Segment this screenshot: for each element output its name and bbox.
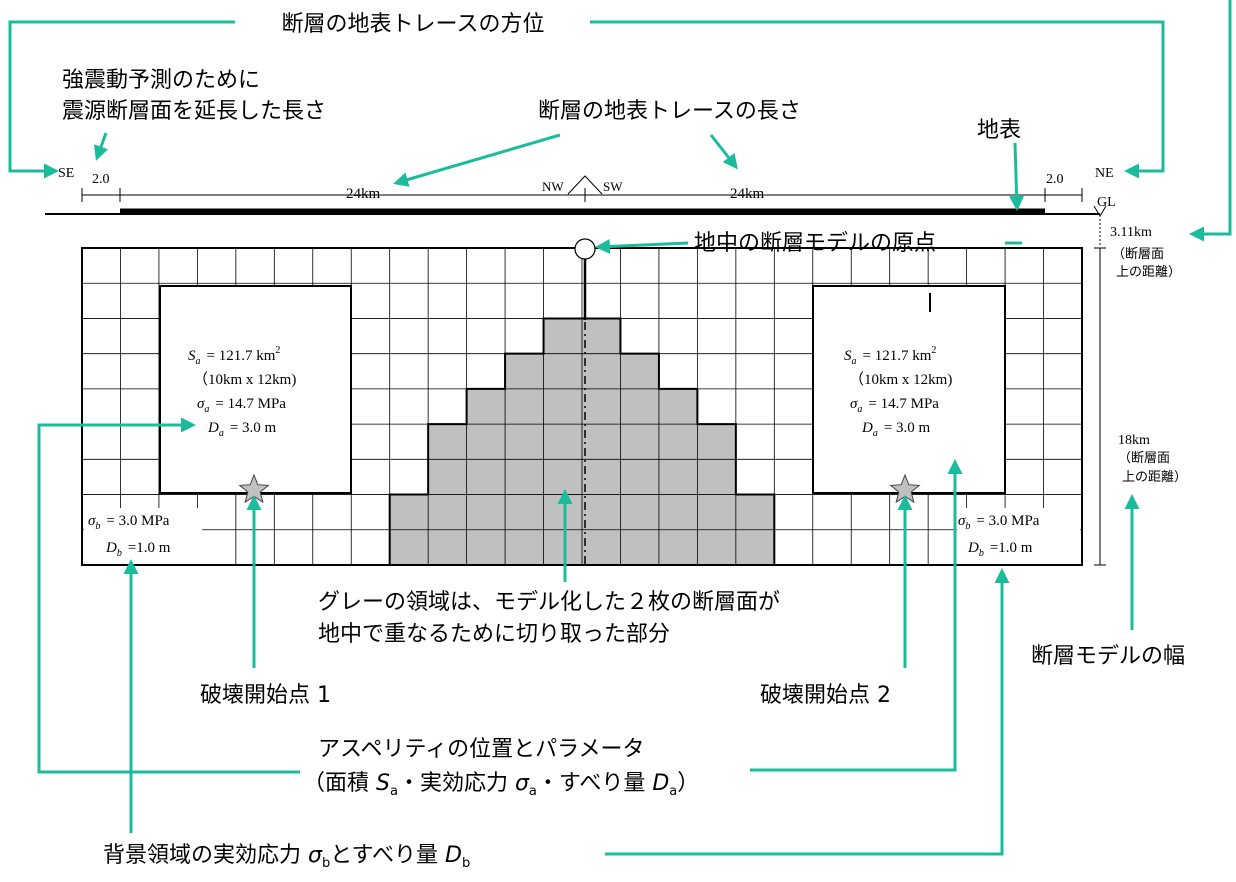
background-right-patch [957, 508, 1080, 564]
asperity-arrow-left [37, 417, 300, 774]
label-origin: 地中の断層モデルの原点 [694, 231, 936, 256]
label-gray-region-2: 地中で重なるために切り取った部分 [318, 622, 670, 647]
label-depth-top-note1: （断層面 [1112, 246, 1164, 261]
ground-surface-arrow [1009, 142, 1025, 211]
asperity-arrow-right [750, 459, 963, 772]
label-ext-right: 2.0 [1046, 172, 1064, 187]
label-ground-surface: 地表 [977, 118, 1021, 143]
label-depth-top: 3.11km [1110, 225, 1152, 240]
label-asperity-1: アスペリティの位置とパラメータ [318, 737, 644, 762]
label-se: SE [58, 166, 74, 181]
asperity-right-params: Sa= 121.7 km2 （10km x 12km) σa= 14.7 MPa… [844, 345, 952, 439]
label-trace-length: 断層の地表トレースの長さ [538, 99, 801, 124]
background-left-patch [84, 508, 202, 564]
label-nw: NW [542, 179, 564, 194]
overlap-cut-outline [388, 317, 776, 566]
label-width-note1: （断層面 [1118, 450, 1170, 465]
svg-text:Db=1.0 m: Db=1.0 m [105, 540, 171, 559]
origin-arrow [595, 238, 689, 254]
label-asperity-2: （面積 Sa・実効応力 σa・すべり量 Da） [303, 771, 699, 799]
asperity-right-dims: （10km x 12km) [849, 371, 952, 388]
label-trace-azimuth: 断層の地表トレースの方位 [282, 12, 545, 37]
origin-marker [574, 238, 596, 260]
asperity-left-box [159, 285, 352, 494]
label-left-length: 24km [346, 186, 381, 202]
svg-text:Sa= 121.7 km2: Sa= 121.7 km2 [188, 345, 280, 367]
leader-lines [8, 0, 1232, 856]
asperity-left-dims: （10km x 12km) [193, 371, 296, 388]
trace-length-arrow-left [393, 133, 561, 187]
label-right-length: 24km [730, 186, 765, 202]
label-gl: GL [1097, 195, 1116, 210]
label-width: 18km [1118, 433, 1150, 448]
label-sw: SW [603, 179, 623, 194]
label-depth-top-note2: 上の距離） [1116, 264, 1181, 279]
svg-text:σb= 3.0 MPa: σb= 3.0 MPa [958, 513, 1040, 532]
bend-symbol [567, 175, 603, 195]
depth-top-arrow [1189, 0, 1232, 242]
label-extension-2: 震源断層面を延長した長さ [62, 99, 326, 124]
label-extension-1: 強震動予測のために [62, 68, 260, 93]
label-rupture-start-1: 破壊開始点 1 [200, 683, 331, 708]
background-right-params: σb= 3.0 MPa Db=1.0 m [958, 513, 1040, 559]
svg-text:Da= 3.0 m: Da= 3.0 m [207, 420, 277, 439]
svg-text:Sa= 121.7 km2: Sa= 121.7 km2 [844, 345, 936, 367]
label-ext-left: 2.0 [92, 172, 110, 187]
label-gray-region-1: グレーの領域は、モデル化した２枚の断層面が [318, 590, 780, 615]
extension-arrow [94, 132, 109, 161]
background-arrow-right [605, 568, 1010, 856]
label-ne: NE [1095, 166, 1114, 181]
svg-text:Da= 3.0 m: Da= 3.0 m [861, 420, 931, 439]
trace-length-arrow-right [709, 134, 738, 170]
gl-symbol [1093, 205, 1107, 217]
label-model-width: 断層モデルの幅 [1031, 644, 1185, 669]
label-background: 背景領域の実効応力 σbとすべり量 Db [103, 843, 470, 871]
svg-text:σa= 14.7 MPa: σa= 14.7 MPa [850, 396, 939, 415]
svg-text:Db=1.0 m: Db=1.0 m [967, 540, 1033, 559]
surface-scale [45, 175, 1107, 566]
asperity-right-box [812, 285, 1006, 494]
label-rupture-start-2: 破壊開始点 2 [760, 683, 891, 708]
label-width-note2: 上の距離） [1122, 469, 1187, 484]
background-left-params: σb= 3.0 MPa Db=1.0 m [88, 513, 171, 559]
azimuth-arrow-right [590, 20, 1165, 179]
asperity-left-params: Sa= 121.7 km2 （10km x 12km) σa= 14.7 MPa… [188, 345, 296, 439]
azimuth-arrow-left [8, 20, 235, 179]
svg-text:σb= 3.0 MPa: σb= 3.0 MPa [88, 513, 170, 532]
svg-text:σa= 14.7 MPa: σa= 14.7 MPa [197, 396, 286, 415]
